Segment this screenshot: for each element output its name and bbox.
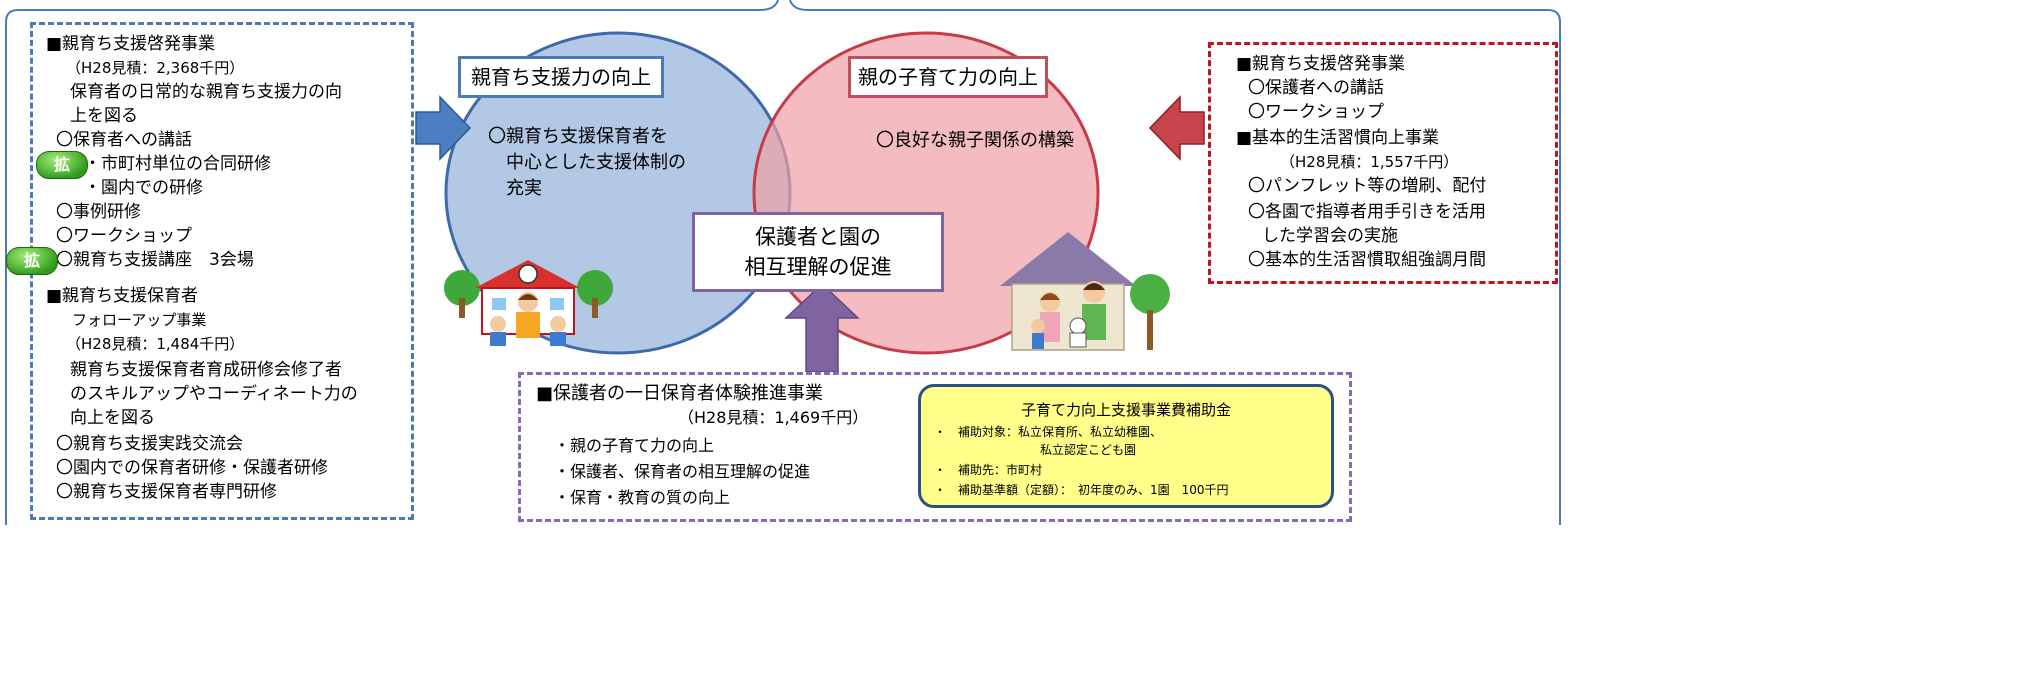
right-line: した学習会の実施: [1262, 226, 1398, 246]
right-line: ■基本的生活習慣向上事業: [1236, 128, 1440, 148]
left-line: ・園内での研修: [84, 178, 203, 198]
left-line: ■親育ち支援保育者: [46, 286, 199, 306]
right-line: ■親育ち支援啓発事業: [1236, 54, 1406, 74]
right-line: 〇パンフレット等の増刷、配付: [1248, 176, 1487, 196]
center-title: 相互理解の促進: [744, 255, 892, 279]
family-illustration: [1000, 232, 1170, 351]
right-line: 〇ワークショップ: [1248, 102, 1384, 122]
right-line: （H28見積：1,557千円）: [1280, 153, 1459, 171]
right-line: 〇基本的生活習慣取組強調月間: [1248, 250, 1486, 270]
bottom-line: ■保護者の一日保育者体験推進事業: [536, 383, 824, 404]
right-circle-title: 親の子育て力の向上: [848, 56, 1048, 98]
left-circle-body: 〇親育ち支援保育者を: [488, 126, 668, 147]
right-line: 〇各園で指導者用手引きを活用: [1248, 202, 1486, 222]
left-arrow-icon: [415, 95, 472, 161]
bottom-line: ・保育・教育の質の向上: [554, 488, 731, 507]
left-line: のスキルアップやコーディネート力の: [70, 384, 358, 404]
subsidy-line: ・ 補助先：市町村: [934, 463, 1043, 477]
left-line: フォローアップ事業: [72, 311, 207, 329]
left-line: ■親育ち支援啓発事業: [46, 34, 216, 54]
left-line: （H28見積：1,484千円）: [66, 335, 245, 353]
bottom-line: ・保護者、保育者の相互理解の促進: [554, 462, 811, 481]
left-line: 向上を図る: [70, 408, 155, 428]
expand-badge: 拡: [6, 247, 58, 275]
left-line: 〇親育ち支援実践交流会: [56, 434, 243, 454]
left-line: ・市町村単位の合同研修: [84, 154, 271, 174]
left-line: 〇保育者への講話: [56, 130, 192, 150]
bottom-line: ・親の子育て力の向上: [554, 436, 715, 455]
left-line: （H28見積：2,368千円）: [66, 59, 245, 77]
left-line: 〇園内での保育者研修・保護者研修: [56, 458, 328, 478]
subsidy-line: ・ 補助基準額（定額）： 初年度のみ、1園 100千円: [934, 483, 1229, 497]
left-line: 上を図る: [70, 106, 138, 126]
right-circle-body: 〇良好な親子関係の構築: [876, 130, 1074, 151]
right-arrow-icon: [1148, 95, 1205, 161]
left-circle-body: 中心とした支援体制の: [506, 152, 686, 173]
subsidy-title: 子育て力向上支援事業費補助金: [1020, 401, 1231, 419]
left-line: 保育者の日常的な親育ち支援力の向: [70, 82, 342, 102]
left-line: 〇親育ち支援保育者専門研修: [56, 482, 277, 502]
left-line: 〇事例研修: [56, 202, 141, 222]
bottom-line: （H28見積：1,469千円）: [678, 408, 869, 427]
left-line: 親育ち支援保育者育成研修会修了者: [70, 360, 342, 380]
subsidy-line: 私立認定こども園: [1040, 443, 1137, 457]
right-line: 〇保護者への講話: [1248, 78, 1384, 98]
school-illustration: [444, 260, 613, 346]
left-panel: [30, 22, 414, 520]
left-line: 〇親育ち支援講座 3会場: [56, 250, 254, 270]
left-line: 〇ワークショップ: [56, 226, 192, 246]
right-panel: [1208, 42, 1558, 284]
expand-badge: 拡: [36, 151, 88, 179]
subsidy-box: [918, 384, 1334, 508]
up-arrow-icon: [784, 282, 860, 373]
left-circle-body: 充実: [506, 178, 542, 199]
subsidy-line: ・ 補助対象：私立保育所、私立幼稚園、: [934, 425, 1163, 439]
center-title: 保護者と園の: [755, 225, 881, 249]
left-circle-title: 親育ち支援力の向上: [458, 56, 664, 98]
center-overlap-box: [692, 212, 944, 292]
